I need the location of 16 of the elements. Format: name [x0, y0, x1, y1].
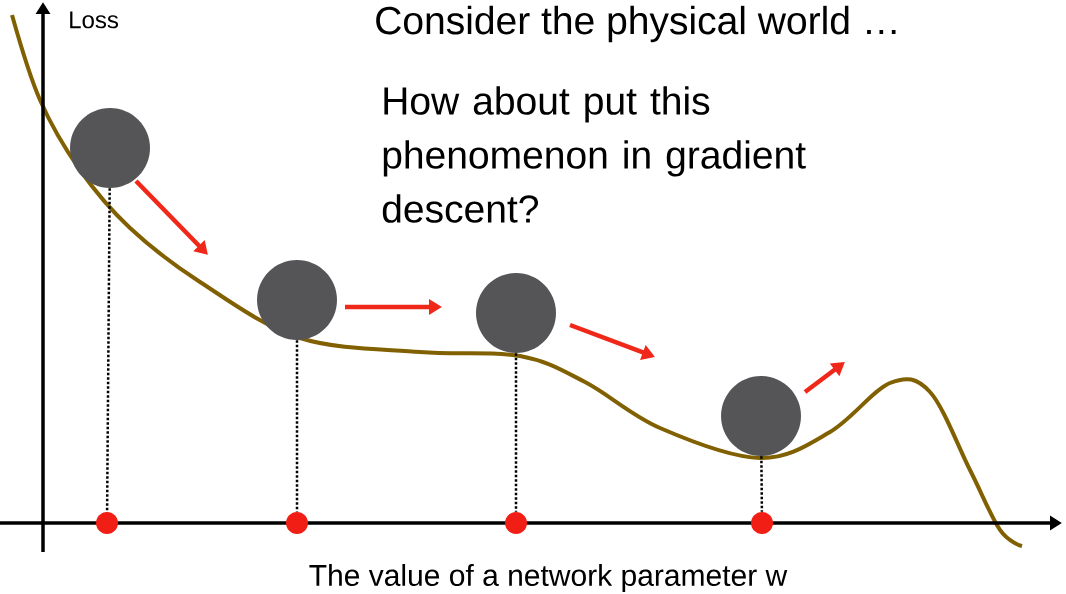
point-marker [286, 512, 308, 534]
ball [70, 108, 150, 188]
projection-line [760, 456, 764, 512]
title: Consider the physical world … [376, 5, 896, 43]
question-text: How about put this phenomenon in gradient descent? [382, 86, 806, 223]
ball [721, 376, 801, 456]
projection-line [295, 340, 299, 512]
ball [476, 273, 556, 353]
projection-line [514, 353, 518, 512]
ball [257, 260, 337, 340]
axis-label: The value of a network parameter w [309, 564, 788, 592]
point-marker [96, 512, 118, 534]
point-marker [505, 512, 527, 534]
axis-label: Loss [70, 11, 119, 29]
projection-line [105, 188, 111, 512]
point-marker [751, 512, 773, 534]
